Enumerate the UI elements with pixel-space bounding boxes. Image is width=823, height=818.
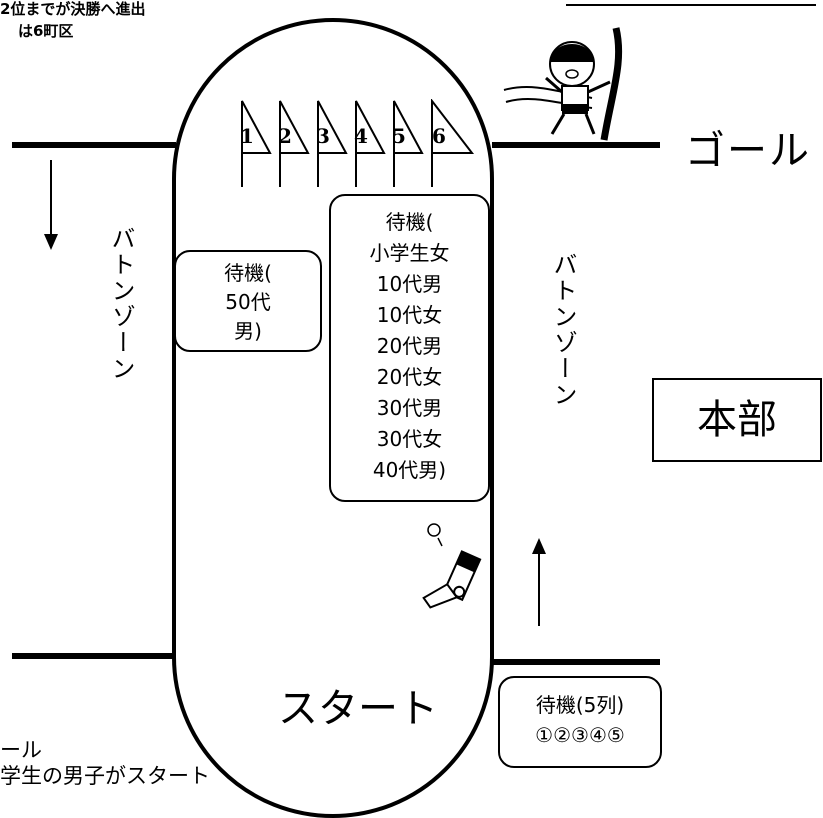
waiting-main-line1: 待機( — [385, 210, 434, 234]
flag-6 — [431, 99, 475, 187]
waiting-box-5-lanes: 待機(5列) ①②③④⑤ — [498, 676, 662, 768]
waiting-50-line3: 男) — [234, 319, 262, 343]
note-bottom-line1: ール — [0, 738, 42, 762]
starter-pistol-icon — [422, 523, 482, 609]
lane-flags — [241, 99, 475, 187]
waiting-5-line1: 待機(5列) — [535, 693, 625, 717]
track-line-bottom-right — [492, 659, 660, 665]
baton-zone-right: バトンゾーン — [549, 252, 577, 408]
track-line-top-right — [492, 142, 660, 148]
waiting-main-line8: 30代女 — [376, 427, 443, 451]
flag-label-5: 5 — [392, 124, 406, 148]
waiting-50-line2: 50代 — [225, 290, 271, 314]
waiting-5-line2: ①②③④⑤ — [535, 723, 625, 747]
headquarters-box: 本部 — [652, 378, 822, 462]
flag-label-6: 6 — [432, 124, 446, 148]
flag-5 — [393, 100, 424, 187]
arrow-down-icon — [44, 160, 58, 250]
waiting-main-line2: 小学生女 — [369, 241, 450, 265]
note-bottom-line2: 学生の男子がスタート — [0, 764, 210, 788]
waiting-main-line6: 20代女 — [376, 365, 443, 389]
flag-2 — [279, 100, 310, 187]
baton-zone-left: バトンゾーン — [107, 226, 135, 382]
flag-1 — [241, 100, 272, 187]
waiting-main-line3: 10代男 — [376, 272, 443, 296]
start-label: スタート — [278, 686, 438, 732]
flag-label-4: 4 — [354, 124, 368, 148]
waiting-main-line7: 30代男 — [376, 396, 443, 420]
waiting-50-line1: 待機( — [224, 261, 272, 285]
flag-label-3: 3 — [316, 124, 330, 148]
flag-label-2: 2 — [278, 124, 292, 148]
waiting-box-50s: 待機( 50代 男) — [174, 250, 322, 352]
waiting-main-line5: 20代男 — [376, 334, 443, 358]
waiting-box-main: 待機( 小学生女 10代男 10代女 20代男 20代女 30代男 30代女 4… — [329, 194, 490, 502]
arrow-up-icon — [532, 538, 546, 626]
note-top-line1: 2位までが決勝へ進出 — [0, 0, 146, 18]
runner-icon — [503, 27, 623, 141]
flag-4 — [355, 100, 386, 187]
goal-label: ゴール — [685, 128, 811, 174]
note-top-line2: は6町区 — [18, 22, 74, 40]
waiting-main-line9: 40代男) — [372, 458, 447, 482]
waiting-main-line4: 10代女 — [376, 303, 443, 327]
flag-label-1: 1 — [240, 124, 254, 148]
track-line-top-left — [12, 142, 176, 148]
flag-3 — [317, 100, 348, 187]
top-right-rule — [566, 4, 816, 6]
track-line-bottom-left — [12, 653, 176, 659]
